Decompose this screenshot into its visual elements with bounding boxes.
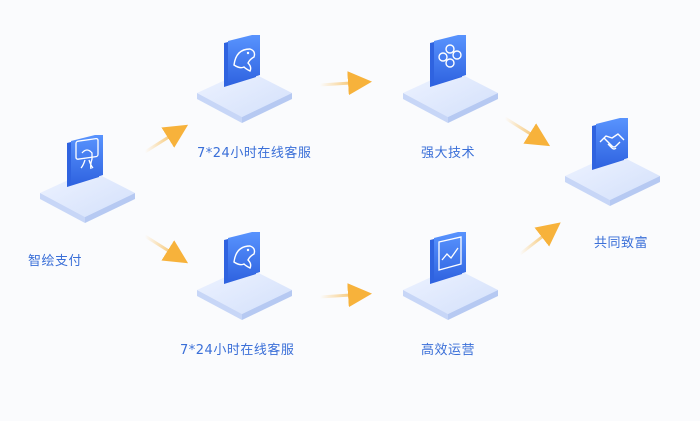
arrow-service-top-to-tech [319, 71, 372, 96]
node-service-bottom-label: 7*24小时在线客服 [180, 343, 295, 358]
node-wealth [560, 118, 670, 218]
node-pay-label: 智绘支付 [28, 254, 83, 269]
node-pay [35, 135, 145, 235]
node-service-top [192, 35, 302, 135]
node-tech-label: 强大技术 [421, 146, 476, 161]
dolphin-icon [197, 35, 292, 123]
arrow-pay-to-service-top [144, 124, 189, 154]
arrow-ops-to-wealth [519, 222, 561, 256]
chart-icon [403, 232, 498, 320]
node-ops [398, 232, 508, 332]
node-service-top-label: 7*24小时在线客服 [197, 146, 312, 161]
node-tech [398, 35, 508, 135]
octopus-icon [40, 135, 135, 223]
flower-icon [403, 35, 498, 123]
handshake-icon [565, 118, 660, 206]
arrow-pay-to-service-bottom [144, 234, 189, 264]
node-wealth-label: 共同致富 [594, 236, 649, 251]
dolphin-icon [197, 232, 292, 320]
arrow-service-bottom-to-ops [319, 283, 372, 308]
node-service-bottom [192, 232, 302, 332]
node-ops-label: 高效运营 [421, 343, 476, 358]
arrow-tech-to-wealth [504, 116, 551, 147]
